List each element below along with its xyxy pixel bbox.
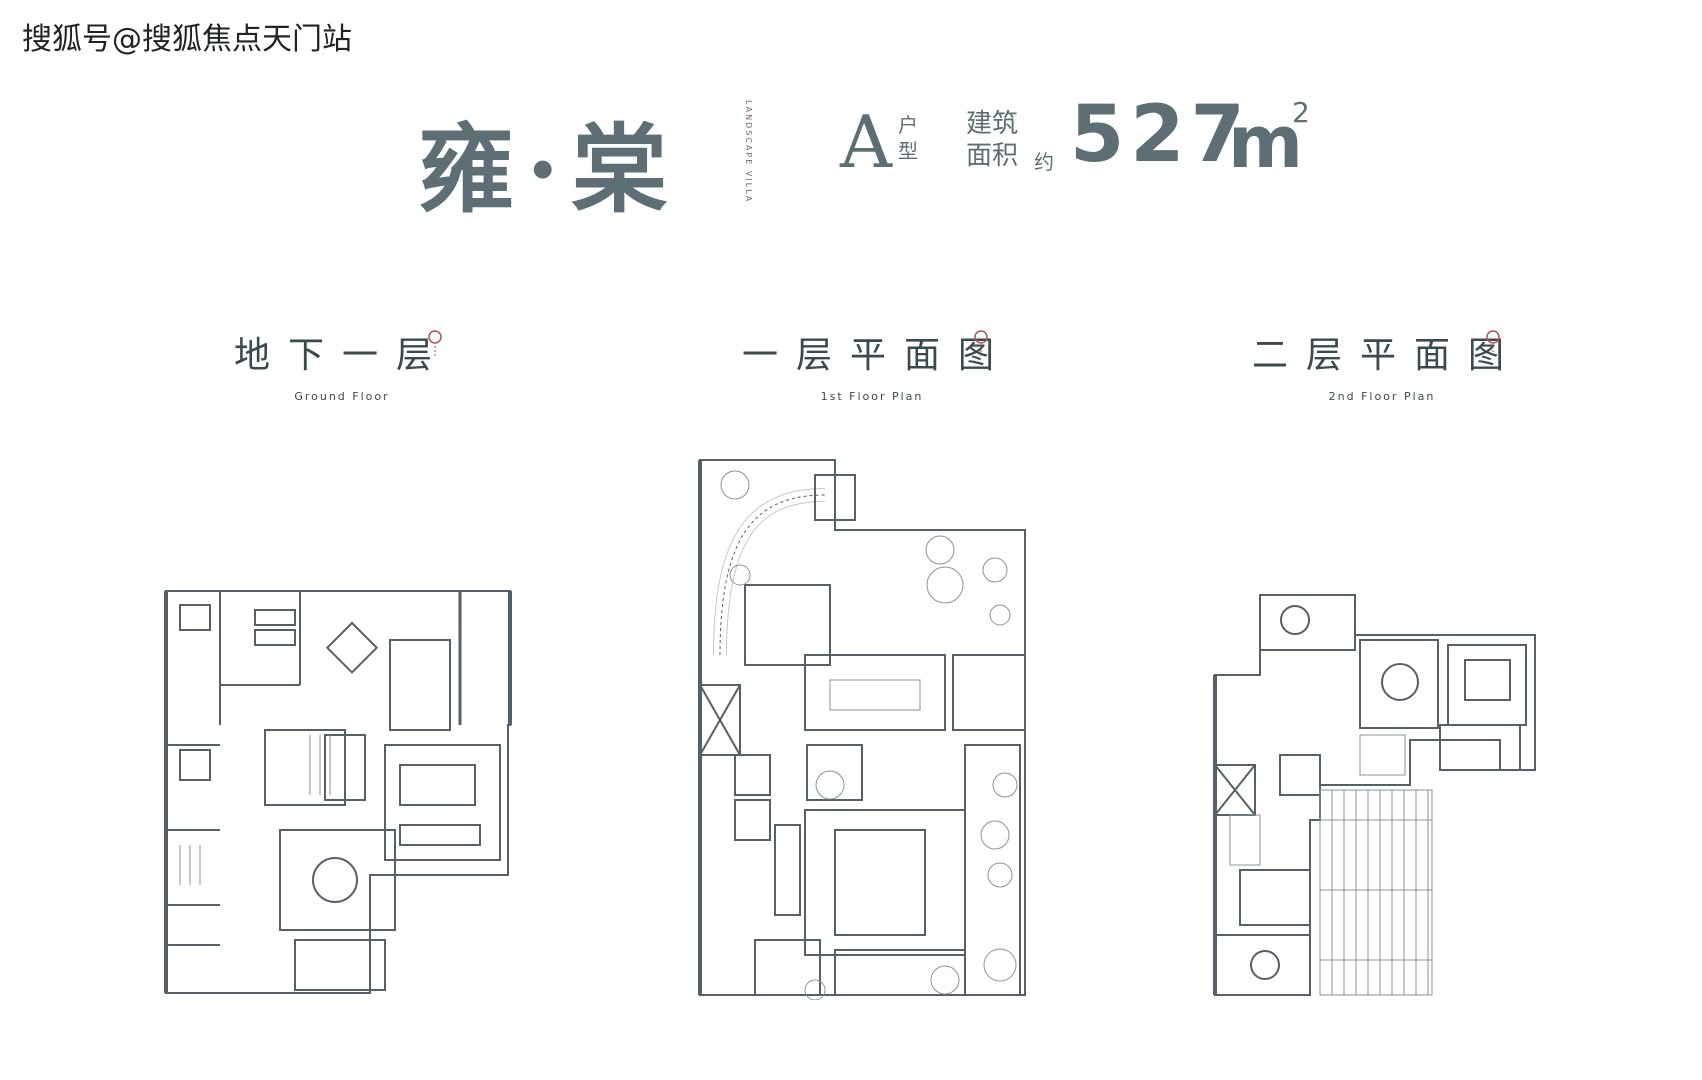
unit-suffix-char: 型 (898, 139, 918, 163)
unit-type-suffix: 户 型 (898, 112, 920, 164)
area-label-line: 建筑 (966, 109, 1019, 139)
unit-type-letter: A (840, 100, 892, 184)
second-floor-plan (1213, 594, 1536, 996)
unit-suffix-char: 户 (898, 113, 918, 137)
project-subtitle-vertical: LANDSCAPE VILLA (744, 100, 758, 203)
seal-icon (428, 330, 442, 358)
floor-subtitle: 1st Floor Plan (820, 390, 924, 403)
floor-title: 地下一层 (233, 335, 450, 376)
first-floor-plan (698, 459, 1026, 1000)
area-value: 527 (1070, 90, 1251, 180)
watermark: 搜狐号@搜狐焦点天门站 (22, 22, 352, 57)
basement-floor-plan (164, 590, 512, 994)
project-title: 雍·棠 (418, 113, 680, 226)
floor-heading-first: 一层平面图 1st Floor Plan (742, 326, 1002, 403)
area-unit: m (1228, 100, 1304, 184)
project-subtitle-text: LANDSCAPE VILLA (744, 100, 753, 204)
floor-heading-basement: 地下一层 Ground Floor (232, 326, 452, 403)
floor-title: 一层平面图 (742, 335, 1013, 376)
seal-icon (1486, 330, 1500, 358)
area-label: 建筑 面积 (966, 108, 1018, 172)
area-label-line: 面积 (966, 141, 1019, 171)
seal-icon (974, 330, 988, 358)
floor-heading-second: 二层平面图 2nd Floor Plan (1252, 326, 1512, 403)
floor-title: 二层平面图 (1252, 335, 1523, 376)
area-unit-superscript: 2 (1292, 96, 1310, 129)
floor-subtitle: 2nd Floor Plan (1328, 390, 1436, 403)
floor-subtitle: Ground Floor (294, 390, 390, 403)
area-approx: 约 (1034, 150, 1054, 174)
